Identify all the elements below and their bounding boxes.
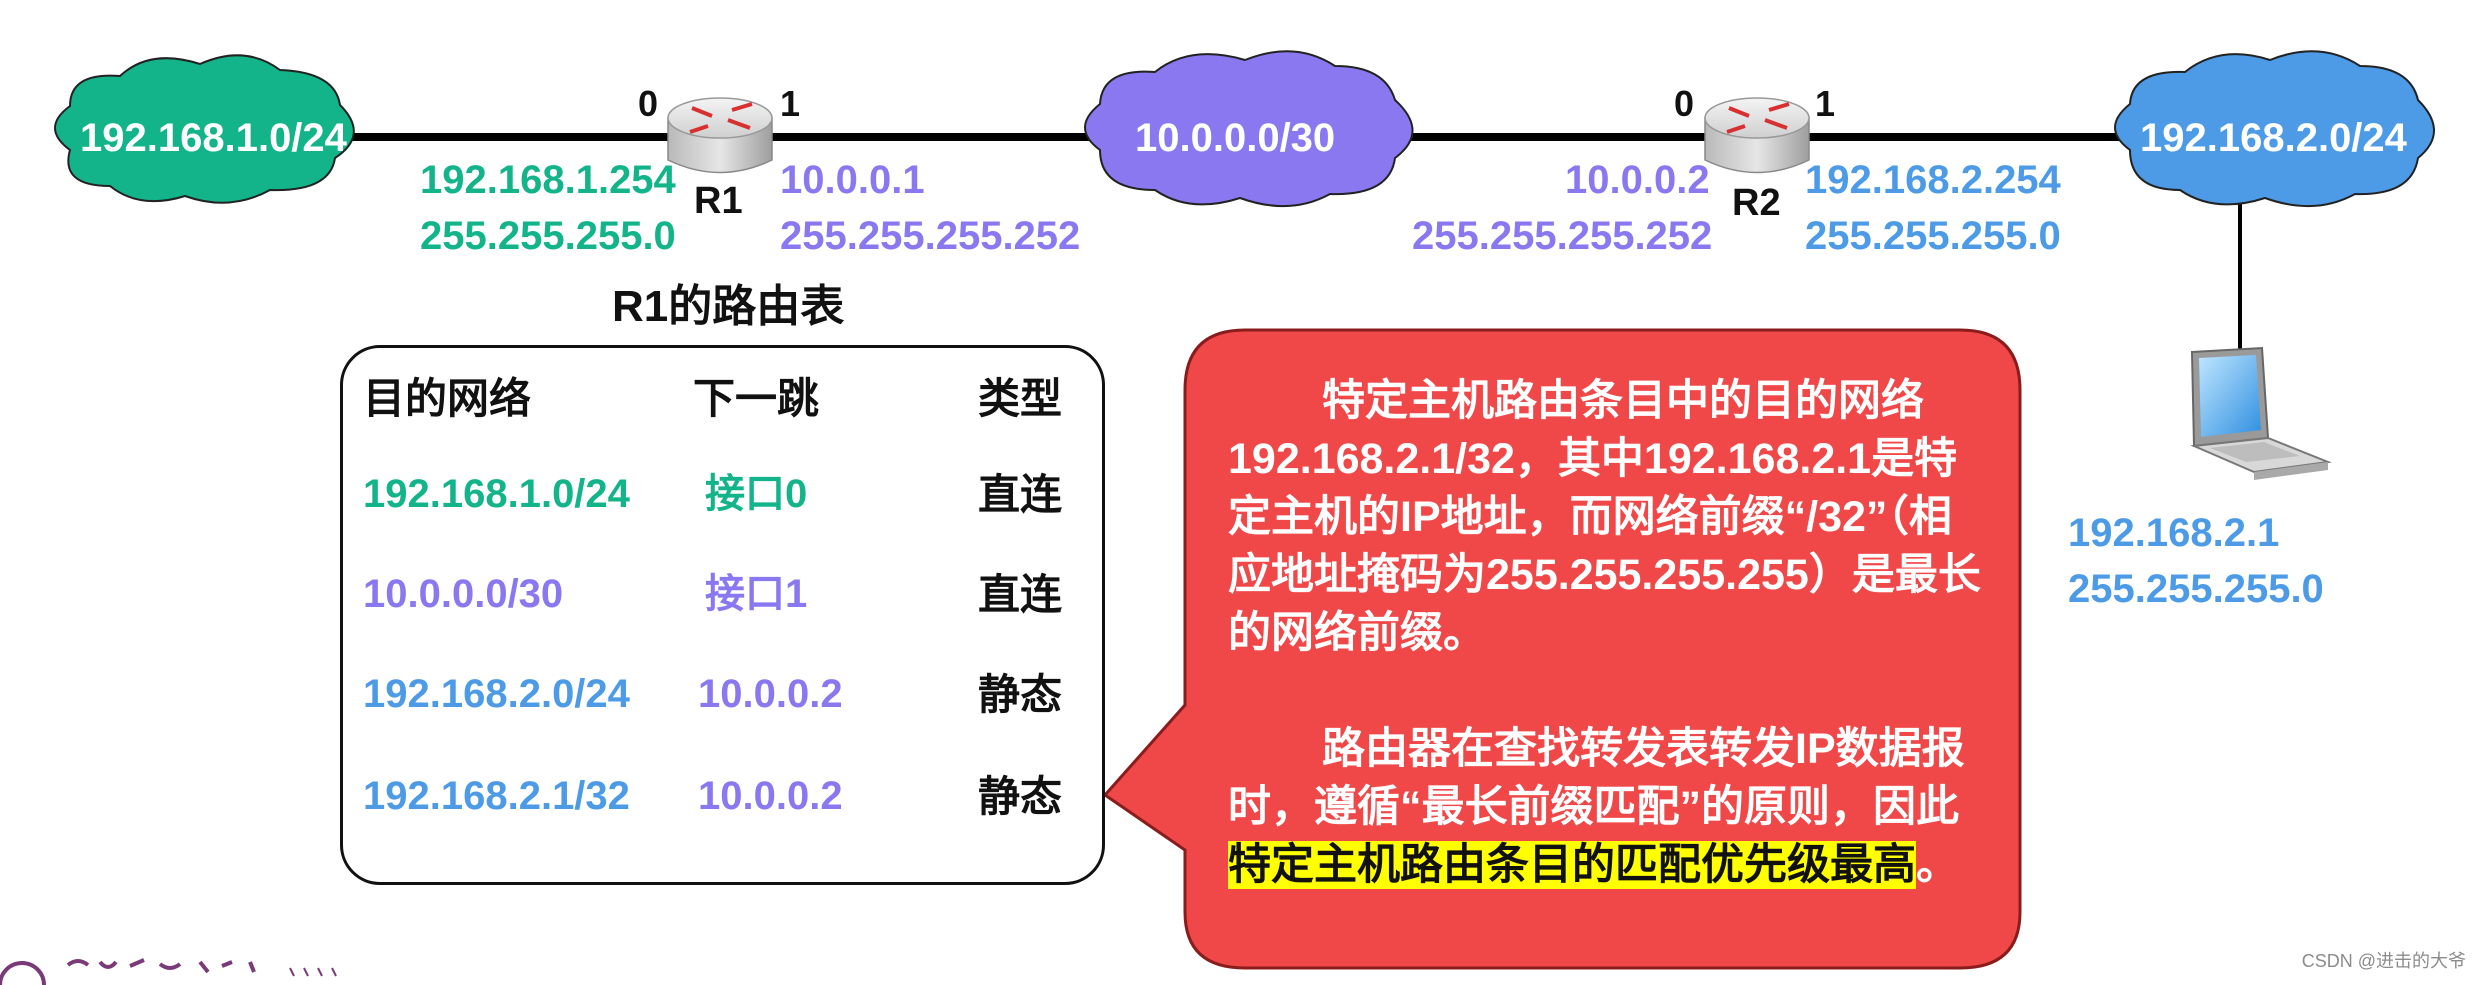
route-row-3-next-hop: 10.0.0.2 (698, 672, 843, 716)
route-table-header-next-hop: 下一跳 (693, 375, 820, 422)
route-row-1-type: 直连 (978, 471, 1063, 518)
r1-name-label: R1 (694, 180, 743, 222)
route-table-header-dest: 目的网络 (363, 375, 532, 422)
network-wan-label: 10.0.0.0/30 (1135, 116, 1336, 160)
route-row-2-next-hop: 接口1 (705, 572, 808, 616)
router-r2-icon (1704, 97, 1810, 174)
route-table: 目的网络 下一跳 类型 192.168.1.0/24 接口0 直连 10.0.0… (340, 345, 1105, 885)
callout-highlight: 特定主机路由条目的匹配优先级最高 (1228, 841, 1916, 889)
r2-name-label: R2 (1732, 182, 1781, 224)
router-r1-icon (667, 97, 773, 174)
laptop-icon (2190, 346, 2332, 480)
cloud-lan2 (2114, 50, 2435, 208)
r2-port0-label: 0 (1674, 83, 1695, 124)
watermark: CSDN @进击的大爷 (2301, 951, 2466, 971)
callout-paragraph-1: 特定主机路由条目中的目的网络192.168.2.1/32，其中192.168.2… (1228, 377, 1981, 657)
route-table-title: R1的路由表 (612, 282, 845, 331)
route-row-3-dest: 192.168.2.0/24 (363, 672, 630, 716)
logo-seal-icon (0, 958, 337, 985)
route-row-2-type: 直连 (978, 571, 1063, 618)
route-table-header-type: 类型 (978, 375, 1063, 422)
r1-port0-label: 0 (638, 83, 659, 124)
host-mask: 255.255.255.0 (2068, 567, 2324, 611)
network-lan2-label: 192.168.2.0/24 (2140, 116, 2407, 160)
route-row-3-type: 静态 (978, 671, 1063, 718)
callout-bubble (1102, 328, 2022, 970)
route-row-4-dest: 192.168.2.1/32 (363, 774, 630, 818)
r1-if1-mask: 255.255.255.252 (780, 214, 1081, 258)
callout-paragraph-2-end: 。 (1916, 841, 1959, 889)
r2-port1-label: 1 (1815, 83, 1836, 124)
r1-if0-mask: 255.255.255.0 (420, 214, 676, 258)
r2-if1-ip: 192.168.2.254 (1805, 158, 2061, 202)
r2-if0-ip: 10.0.0.2 (1565, 158, 1710, 202)
r1-if0-ip: 192.168.1.254 (420, 158, 676, 202)
r1-if1-ip: 10.0.0.1 (780, 158, 925, 202)
route-row-1-next-hop: 接口0 (705, 472, 808, 516)
route-row-4-next-hop: 10.0.0.2 (698, 774, 843, 818)
r1-port1-label: 1 (780, 83, 801, 124)
host-ip: 192.168.2.1 (2068, 511, 2280, 555)
callout-paragraph-2-text: 路由器在查找转发表转发IP数据报时，遵循“最长前缀匹配”的原则，因此 (1228, 725, 1965, 831)
callout-text: 特定主机路由条目中的目的网络192.168.2.1/32，其中192.168.2… (1228, 372, 1988, 894)
r2-if0-mask: 255.255.255.252 (1412, 214, 1713, 258)
cloud-lan1 (54, 54, 355, 204)
network-lan1-label: 192.168.1.0/24 (80, 116, 347, 160)
cloud-wan (1084, 50, 1414, 208)
callout-paragraph-2: 路由器在查找转发表转发IP数据报时，遵循“最长前缀匹配”的原则，因此特定主机路由… (1228, 720, 1988, 894)
route-row-4-type: 静态 (978, 773, 1063, 820)
route-row-2-dest: 10.0.0.0/30 (363, 572, 564, 616)
r2-if1-mask: 255.255.255.0 (1805, 214, 2061, 258)
route-row-1-dest: 192.168.1.0/24 (363, 472, 630, 516)
